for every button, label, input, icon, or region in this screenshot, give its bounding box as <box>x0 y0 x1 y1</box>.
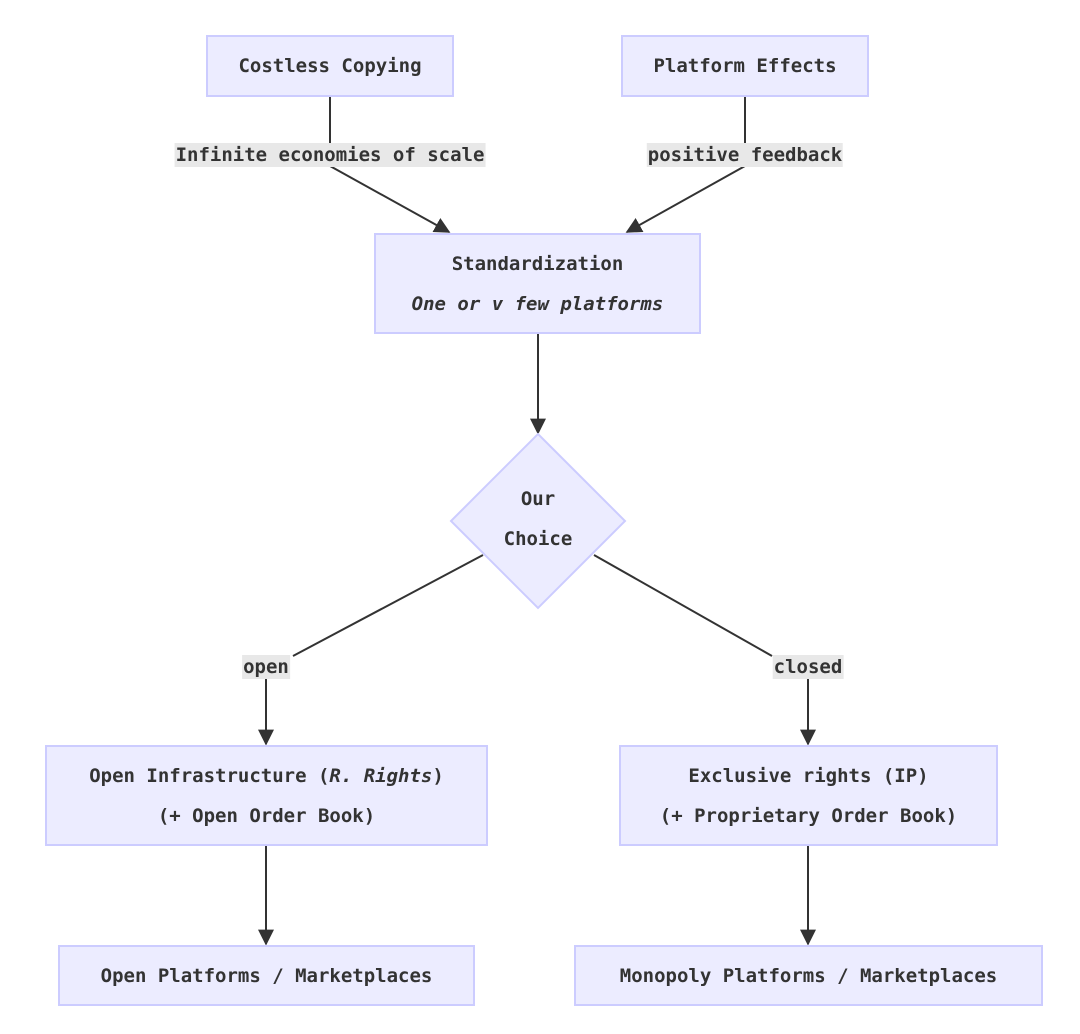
edge-choice-to-open-infra <box>266 554 484 744</box>
node-subtitle: (+ Open Order Book) <box>157 804 376 827</box>
edge-label-infinite-economies: Infinite economies of scale <box>174 143 486 167</box>
edge-label-positive-feedback: positive feedback <box>646 143 844 167</box>
node-label: Costless Copying <box>238 55 422 77</box>
node-monopoly-platforms[interactable]: Monopoly Platforms / Marketplaces <box>574 945 1043 1006</box>
edge-costless-to-standardization <box>329 96 449 232</box>
our-choice-diamond[interactable] <box>449 432 627 610</box>
edge-choice-to-exclusive-rights <box>593 554 808 744</box>
edge-label-closed: closed <box>772 655 844 679</box>
node-subtitle: One or v few platforms <box>411 292 664 315</box>
node-exclusive-rights[interactable]: Exclusive rights (IP) (+ Proprietary Ord… <box>619 745 998 846</box>
edge-platform-to-standardization <box>627 96 746 232</box>
choice-line-2: Choice <box>503 528 573 550</box>
node-open-infrastructure[interactable]: Open Infrastructure (R. Rights) (+ Open … <box>45 745 488 846</box>
node-title: Open Infrastructure (R. Rights) <box>89 756 444 796</box>
node-label: Monopoly Platforms / Marketplaces <box>619 964 998 987</box>
title-suffix: ) <box>432 764 444 787</box>
node-subtitle: (+ Proprietary Order Book) <box>659 804 958 827</box>
node-title: Exclusive rights (IP) <box>688 764 929 787</box>
choice-line-1: Our <box>520 488 556 510</box>
node-platform-effects[interactable]: Platform Effects <box>621 35 869 97</box>
edge-label-open: open <box>242 655 290 679</box>
title-italic: R. Rights <box>329 764 433 787</box>
node-label: Open Platforms / Marketplaces <box>100 964 433 987</box>
node-label: Platform Effects <box>653 55 837 77</box>
node-costless-copying[interactable]: Costless Copying <box>206 35 454 97</box>
node-our-choice-label: Our Choice <box>504 479 573 559</box>
title-prefix: Open Infrastructure ( <box>89 764 330 787</box>
node-standardization[interactable]: Standardization One or v few platforms <box>374 233 701 334</box>
node-open-platforms[interactable]: Open Platforms / Marketplaces <box>58 945 475 1006</box>
node-title: Standardization <box>451 252 624 275</box>
